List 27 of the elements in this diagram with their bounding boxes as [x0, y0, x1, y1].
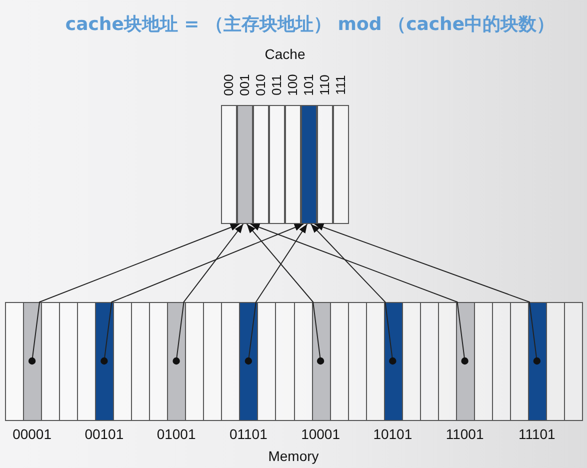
- arrow: [28, 224, 240, 365]
- arrow: [246, 224, 324, 365]
- block-label: Cache: [264, 46, 306, 62]
- address-label: 11001: [444, 426, 485, 442]
- address-label: 10001: [300, 426, 342, 442]
- arrow: [244, 224, 308, 365]
- address-label: 100: [286, 73, 300, 98]
- address-label: 00001: [12, 426, 53, 442]
- arrow: [172, 224, 244, 365]
- address-label: 011: [270, 74, 284, 98]
- address-label: 01001: [156, 426, 197, 442]
- block-label: Memory: [267, 448, 320, 464]
- arrow: [314, 224, 541, 365]
- address-label: 101: [302, 73, 316, 98]
- arrow: [250, 224, 468, 365]
- address-label: 00101: [84, 426, 125, 442]
- address-label: 000: [222, 73, 236, 98]
- address-label: 110: [318, 74, 332, 98]
- address-label: 001: [238, 73, 252, 98]
- address-label: 11101: [517, 426, 556, 442]
- formula-title: cache块地址 = （主存块地址） mod （cache中的块数）: [64, 13, 556, 37]
- address-label: 01101: [228, 426, 268, 442]
- address-label: 111: [334, 74, 348, 97]
- address-label: 010: [254, 73, 268, 98]
- address-label: 10101: [372, 426, 414, 442]
- arrow: [100, 224, 304, 365]
- arrow: [310, 224, 396, 365]
